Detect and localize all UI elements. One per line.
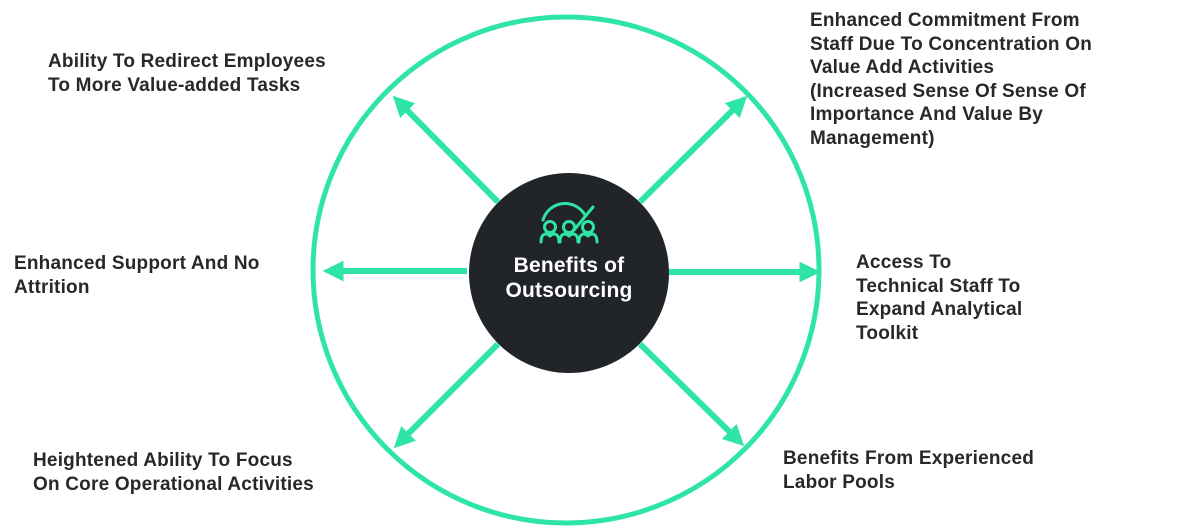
- benefit-label-middle-right: Access To Technical Staff To Expand Anal…: [856, 252, 1023, 344]
- benefit-label-bottom-right: Benefits From Experienced Labor Pools: [783, 448, 1035, 493]
- arrow-top-left: [392, 95, 501, 205]
- arrow-bottom-right: [637, 341, 745, 447]
- arrow-bottom-left: [393, 341, 501, 449]
- team-under-gauge-icon: [539, 202, 599, 244]
- center-circle: [469, 173, 669, 373]
- benefit-label-top-left: Ability To Redirect Employees To More Va…: [48, 51, 326, 96]
- benefit-label-top-right: Enhanced Commitment From Staff Due To Co…: [810, 10, 1092, 149]
- benefit-label-bottom-left: Heightened Ability To Focus On Core Oper…: [33, 450, 314, 495]
- center-circle-label: Benefits of Outsourcing: [505, 254, 633, 302]
- arrow-top-right: [637, 95, 748, 205]
- benefit-label-middle-left: Enhanced Support And No Attrition: [14, 253, 260, 298]
